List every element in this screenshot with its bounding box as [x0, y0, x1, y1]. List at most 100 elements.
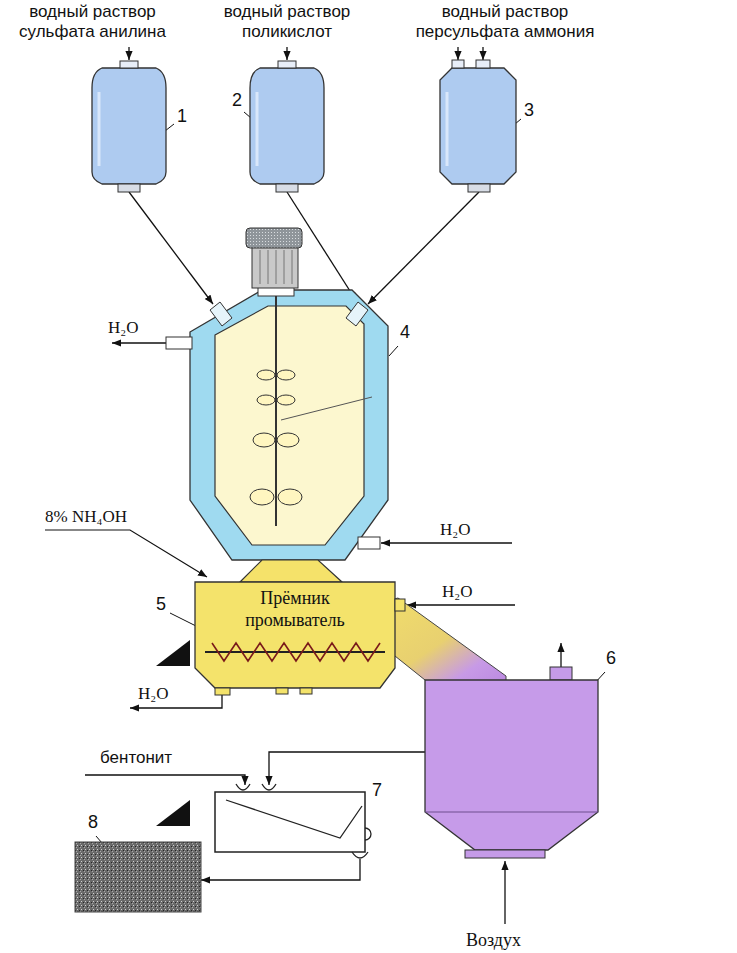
- jacketed-reactor-outline: [185, 225, 390, 565]
- tank-label: водный раствор персульфата аммония: [400, 2, 610, 43]
- drawing-part: [215, 784, 371, 858]
- drawing-part: [278, 489, 302, 505]
- drawing-part: [92, 61, 166, 192]
- drawing-part: [262, 784, 276, 790]
- exhaust-arrow: [560, 643, 561, 667]
- drawing-part: [407, 604, 515, 605]
- text-holder: 4: [400, 322, 410, 344]
- drawing-part: [425, 680, 598, 850]
- flow-connector: [129, 192, 213, 304]
- drawing-part: [250, 68, 324, 184]
- drawing-part: [195, 582, 395, 688]
- text-holder: 2: [232, 90, 242, 112]
- drawing-part: [252, 246, 298, 288]
- callout-number: 6: [606, 648, 616, 670]
- drawing-part: [277, 395, 295, 405]
- drawing-part: [278, 61, 296, 68]
- drawing-part: [358, 537, 380, 549]
- drawing-part: [195, 560, 405, 695]
- drawing-part: [253, 433, 275, 447]
- drawing-part: [381, 542, 512, 543]
- feed-tank: водный раствор поликислот2: [250, 60, 324, 192]
- drawing-part: [215, 306, 364, 545]
- text-holder: водный раствор сульфата анилина: [10, 2, 175, 43]
- drawing-part: [268, 250, 269, 284]
- drawing-part: [275, 296, 277, 526]
- callout-number: 5: [156, 594, 166, 616]
- tank-label: водный раствор поликислот: [217, 2, 357, 43]
- drawing-part: [215, 688, 230, 695]
- drawing-part: [212, 643, 380, 661]
- drawing-part: [452, 60, 464, 68]
- drawing-part: [166, 228, 388, 560]
- drawing-part: [240, 560, 342, 582]
- drawing-part: [300, 688, 312, 694]
- drawing-part: [365, 828, 371, 840]
- drawing-part: [75, 842, 201, 912]
- drawing-part: [425, 812, 598, 813]
- drawing-part: [236, 784, 250, 790]
- feed-tank: водный раствор сульфата анилина1: [92, 60, 166, 192]
- drawing-part: [352, 852, 368, 858]
- drawing-part: [92, 68, 166, 184]
- drawing-part: [465, 850, 545, 858]
- drawing-part: [215, 792, 365, 852]
- drawing-part: [190, 290, 388, 560]
- drawing-part: [166, 337, 192, 349]
- flow-label: H₂O: [442, 582, 472, 602]
- drawing-part: [112, 342, 166, 343]
- callout-number: 8: [88, 812, 98, 834]
- ammonia-line: [45, 530, 207, 577]
- unit-label: Прёмник промыватель: [215, 588, 375, 631]
- text-holder: H₂O: [442, 582, 472, 602]
- text-holder: 7: [372, 780, 382, 802]
- callout-number: 7: [372, 780, 382, 802]
- drawing-part: [276, 250, 277, 284]
- callout-number: 2: [232, 90, 242, 112]
- drawing-part: [286, 47, 287, 60]
- drawing-part: [389, 346, 398, 356]
- drawing-part: [440, 68, 516, 184]
- drawing-part: [257, 395, 275, 405]
- drawing-part: [440, 60, 516, 192]
- drawing-part: [226, 800, 362, 838]
- drawing-part: [346, 302, 368, 326]
- callout-number: 1: [177, 106, 187, 128]
- text-holder: 6: [606, 648, 616, 670]
- feed-arrows: [129, 47, 483, 60]
- flow-label: H₂O: [138, 684, 168, 704]
- storage-pile-outline: [75, 842, 201, 912]
- flow-label: H₂O: [440, 520, 470, 540]
- drawing-part: [425, 667, 598, 858]
- drawing-part: [118, 184, 140, 192]
- feed-tank-outline: [92, 60, 166, 192]
- drawing-part: [205, 651, 385, 653]
- air-arrow: [504, 861, 505, 924]
- drawing-part: [257, 370, 275, 380]
- text-holder: водный раствор поликислот: [217, 2, 357, 43]
- text-holder: Прёмник промыватель: [215, 588, 375, 631]
- text-holder: 1: [177, 106, 187, 128]
- text-holder: 3: [524, 100, 534, 122]
- drawing-part: [120, 61, 138, 68]
- tank-label: водный раствор сульфата анилина: [10, 2, 175, 43]
- dryer-outline: [420, 640, 607, 862]
- feed-tank-outline: [440, 60, 516, 192]
- drawing-part: [482, 47, 483, 60]
- text-holder: H₂O: [138, 684, 168, 704]
- text-holder: Воздух: [466, 930, 521, 952]
- flow-label: H₂O: [108, 318, 138, 338]
- flow-connector: [201, 859, 360, 880]
- text-holder: H₂O: [108, 318, 138, 338]
- flow-label: бентонит: [100, 748, 172, 768]
- jacketed-reactor: 4: [185, 225, 390, 565]
- text-holder: 8: [88, 812, 98, 834]
- drawing-part: [457, 47, 458, 60]
- drawing-part: [292, 250, 293, 284]
- mixer-outline: [205, 776, 380, 868]
- receiver-washer: Прёмник промыватель5: [190, 556, 402, 698]
- drive-symbol: [156, 640, 190, 666]
- drawing-part: [98, 92, 101, 166]
- flow-label: 8% NH₄OH: [45, 507, 127, 527]
- text-holder: 5: [156, 594, 166, 616]
